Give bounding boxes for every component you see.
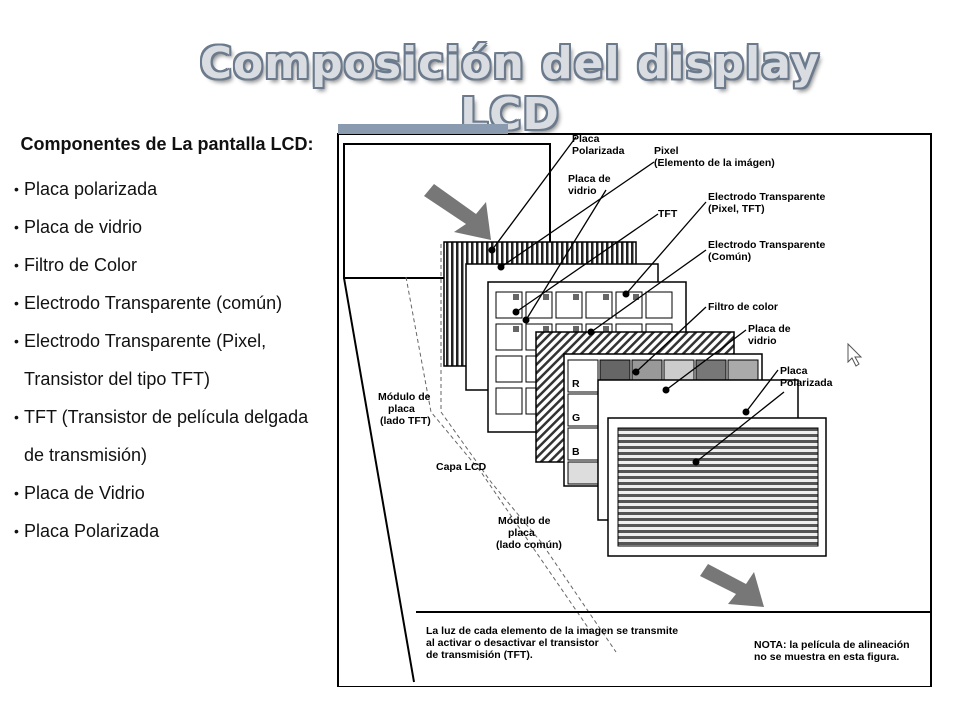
components-panel: Componentes de La pantalla LCD: Placa po… [14, 130, 320, 550]
dashed-guide [440, 244, 617, 653]
dashed-guide [405, 276, 592, 633]
list-item: Filtro de Color [14, 246, 320, 284]
list-item: Placa de Vidrio [14, 474, 320, 512]
list-item: Electrodo Transparente (Pixel, Transisto… [14, 322, 320, 398]
list-item: Placa Polarizada [14, 512, 320, 550]
leader-dots [488, 246, 750, 466]
header-strip [338, 124, 508, 134]
label-filtro-color: Filtro de color [708, 301, 778, 313]
label-capa-lcd: Capa LCD [436, 461, 487, 473]
label-electrodo-comun: Electrodo Transparente(Común) [708, 239, 825, 263]
components-list: Placa polarizada Placa de vidrio Filtro … [14, 170, 320, 550]
label-tft: TFT [658, 208, 678, 220]
note-left: La luz de cada elemento de la imagen se … [426, 625, 678, 661]
components-heading: Componentes de La pantalla LCD: [20, 134, 314, 154]
label-electrodo-pixel: Electrodo Transparente(Pixel, TFT) [708, 191, 825, 215]
cursor-icon [847, 342, 863, 367]
tft-dots [513, 294, 639, 332]
frame-line [343, 277, 415, 683]
list-item: Placa polarizada [14, 170, 320, 208]
list-item: Placa de vidrio [14, 208, 320, 246]
label-pixel: Pixel(Elemento de la imágen) [654, 145, 775, 169]
list-item: Electrodo Transparente (común) [14, 284, 320, 322]
list-item: TFT (Transistor de película delgada de t… [14, 398, 320, 474]
rgb-letter-b: B [572, 446, 580, 458]
rgb-letter-g: G [572, 412, 580, 424]
slide-title: Composición del display LCD [199, 38, 821, 140]
layer-polarizer-bottom [617, 427, 819, 547]
leader-lines [491, 136, 785, 463]
light-arrow-icon [424, 184, 491, 240]
light-arrow-icon [700, 564, 764, 607]
rgb-letter-r: R [572, 378, 580, 390]
